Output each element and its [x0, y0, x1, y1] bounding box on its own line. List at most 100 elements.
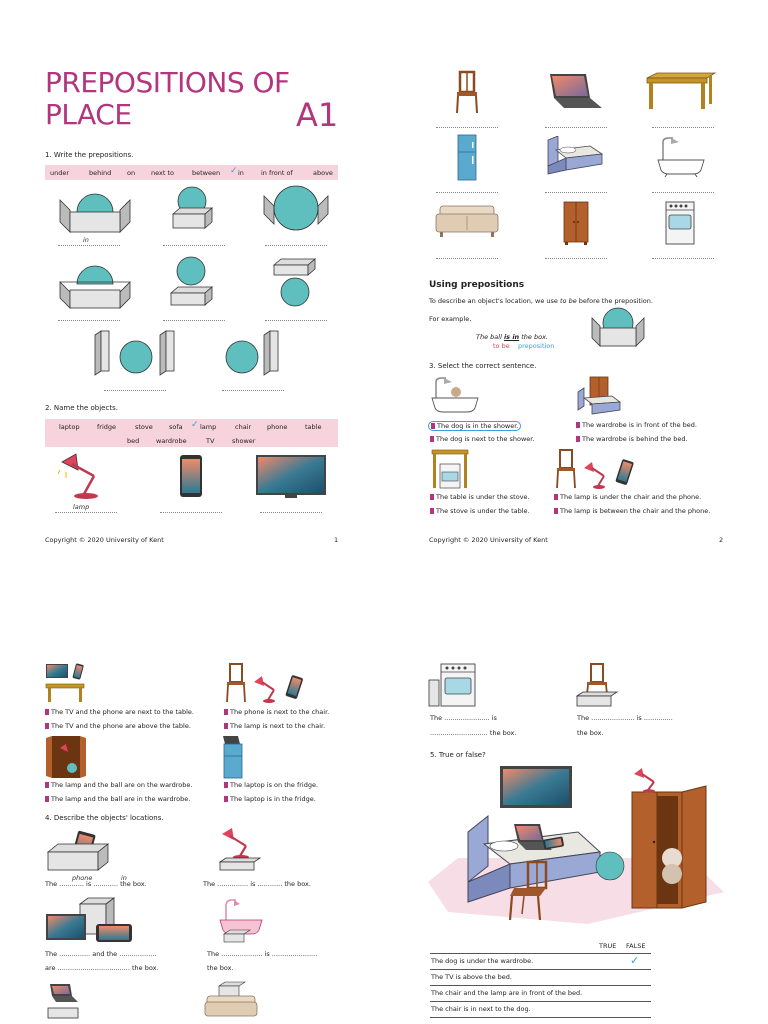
column-false: FALSE [626, 942, 646, 950]
ball-between-boxes-image [94, 330, 175, 376]
statement-4: The chair is in next to the dog. [431, 1005, 531, 1013]
ball-below-box-image [272, 258, 317, 307]
option-laptop-in-fridge[interactable]: The laptop is in the fridge. [224, 795, 316, 803]
option-lamp-next-to-chair[interactable]: The lamp is next to the chair. [224, 722, 325, 730]
describe-sentence-5b[interactable]: ............................ the box. [430, 729, 517, 737]
word-in-front-of: in front of [261, 169, 293, 177]
sofa-box-image [204, 981, 258, 1017]
lamp-on-box-image [218, 828, 262, 871]
word-next-to: next to [151, 169, 174, 177]
word-shower: shower [232, 437, 256, 445]
answer-line[interactable] [652, 127, 714, 128]
word-laptop: laptop [59, 423, 80, 431]
level-badge: A1 [296, 96, 339, 134]
divider [430, 969, 651, 970]
word-in: in [238, 169, 244, 177]
option-stove-under-table[interactable]: The stove is under the table. [430, 507, 530, 515]
lamp-between-chair-phone-image [556, 449, 634, 489]
tag-preposition: preposition [518, 342, 555, 350]
lamp-ball-in-wardrobe-image [46, 736, 86, 778]
option-laptop-on-fridge[interactable]: The laptop is on the fridge. [224, 781, 318, 789]
option-dog-next-to-shower[interactable]: The dog is next to the shower. [430, 435, 534, 443]
option-wardrobe-in-front[interactable]: The wardrobe is in front of the bed. [576, 421, 697, 429]
answer-line[interactable] [545, 258, 607, 259]
answer-line[interactable] [545, 192, 607, 193]
tv-image [256, 455, 326, 498]
chair-on-box-image [575, 663, 619, 707]
answer-line[interactable] [58, 245, 120, 246]
option-lamp-under[interactable]: The lamp is under the chair and the phon… [554, 493, 701, 501]
description-text: To describe an object's location, we use… [429, 297, 653, 305]
option-wardrobe-behind[interactable]: The wardrobe is behind the bed. [576, 435, 688, 443]
word-fridge: fridge [97, 423, 117, 431]
option-tv-phone-above[interactable]: The TV and the phone are above the table… [45, 722, 191, 730]
answer-lamp: lamp [73, 503, 90, 511]
answer-line[interactable] [436, 127, 498, 128]
divider [430, 1001, 651, 1002]
tv-phone-next-to-box-image [46, 897, 132, 942]
describe-sentence-4b[interactable]: the box. [207, 964, 234, 972]
check-icon: ✓ [230, 166, 238, 176]
describe-sentence-2[interactable]: The ............... is ............ the … [203, 880, 311, 888]
word-tv: TV [206, 437, 215, 445]
box-next-to-stove-image [428, 663, 476, 707]
answer-line[interactable] [163, 245, 225, 246]
answer-line[interactable] [436, 192, 498, 193]
answer-line[interactable] [58, 320, 120, 321]
word-bed: bed [127, 437, 140, 445]
wardrobe-behind-bed-image [577, 376, 622, 415]
phone-lamp-chair-image [226, 663, 303, 703]
answer-line[interactable] [104, 390, 166, 391]
answer-line[interactable] [160, 512, 222, 513]
answer-phone: phone [72, 874, 93, 882]
describe-sentence-5a[interactable]: The ...................... is [430, 714, 497, 722]
word-lamp: lamp [200, 423, 217, 431]
option-table-under-stove[interactable]: The table is under the stove. [430, 493, 530, 501]
stove-image [665, 201, 695, 245]
answer-line[interactable] [545, 127, 607, 128]
describe-sentence-1[interactable]: The ............ is ............ the box… [45, 880, 147, 888]
option-lamp-ball-on-wardrobe[interactable]: The lamp and the ball are on the wardrob… [45, 781, 192, 789]
answer-line[interactable] [260, 512, 322, 513]
answer-line[interactable] [436, 258, 498, 259]
statement-1: The dog is under the wardrobe. [431, 957, 534, 965]
option-phone-next-to-chair[interactable]: The phone is next to the chair. [224, 708, 329, 716]
describe-sentence-4a[interactable]: The .................... is ............… [207, 950, 318, 958]
page-number: 1 [334, 536, 339, 544]
exercise-4-label: 4. Describe the objects' locations. [45, 814, 164, 822]
answer-line[interactable] [163, 320, 225, 321]
exercise-5-label: 5. True or false? [430, 751, 486, 759]
lamp-box-bath-image [219, 899, 263, 943]
example-sentence: The ball is in the box. [476, 333, 548, 341]
answer-line[interactable] [222, 390, 284, 391]
dog-in-shower-image [431, 377, 479, 413]
ball-next-to-box-image [225, 330, 279, 376]
divider [430, 985, 651, 986]
footer-copyright: Copyright © 2020 University of Kent [429, 536, 548, 544]
answer-line[interactable] [265, 320, 327, 321]
option-lamp-ball-in-wardrobe[interactable]: The lamp and the ball are in the wardrob… [45, 795, 190, 803]
bed-image [547, 136, 604, 175]
tag-to-be: to be [493, 342, 510, 350]
ball-under-box-image [59, 265, 131, 309]
page-title-line1: PREPOSITIONS OF [45, 66, 290, 99]
answer-line[interactable] [652, 192, 714, 193]
describe-sentence-6b[interactable]: the box. [577, 729, 604, 737]
laptop-box-image [47, 984, 79, 1019]
table-image [646, 72, 717, 109]
word-on: on [127, 169, 136, 177]
option-dog-in-shower[interactable]: The dog is in the shower. [428, 421, 522, 431]
statement-2: The TV is above the bed. [431, 973, 512, 981]
answer-line[interactable] [265, 245, 327, 246]
option-lamp-between[interactable]: The lamp is between the chair and the ph… [554, 507, 710, 515]
chair-image [456, 70, 478, 114]
describe-sentence-3b[interactable]: are ................................... … [45, 964, 159, 972]
describe-sentence-6a[interactable]: The ..................... is ...........… [577, 714, 673, 722]
option-tv-phone-next-to[interactable]: The TV and the phone are next to the tab… [45, 708, 194, 716]
word-table: table [305, 423, 322, 431]
tv-phone-above-table-image [45, 663, 85, 702]
answer-line[interactable] [652, 258, 714, 259]
answer-line[interactable] [55, 512, 117, 513]
describe-sentence-3a[interactable]: The ............... and the ............… [45, 950, 157, 958]
page-title-line2: PLACE [45, 98, 132, 131]
